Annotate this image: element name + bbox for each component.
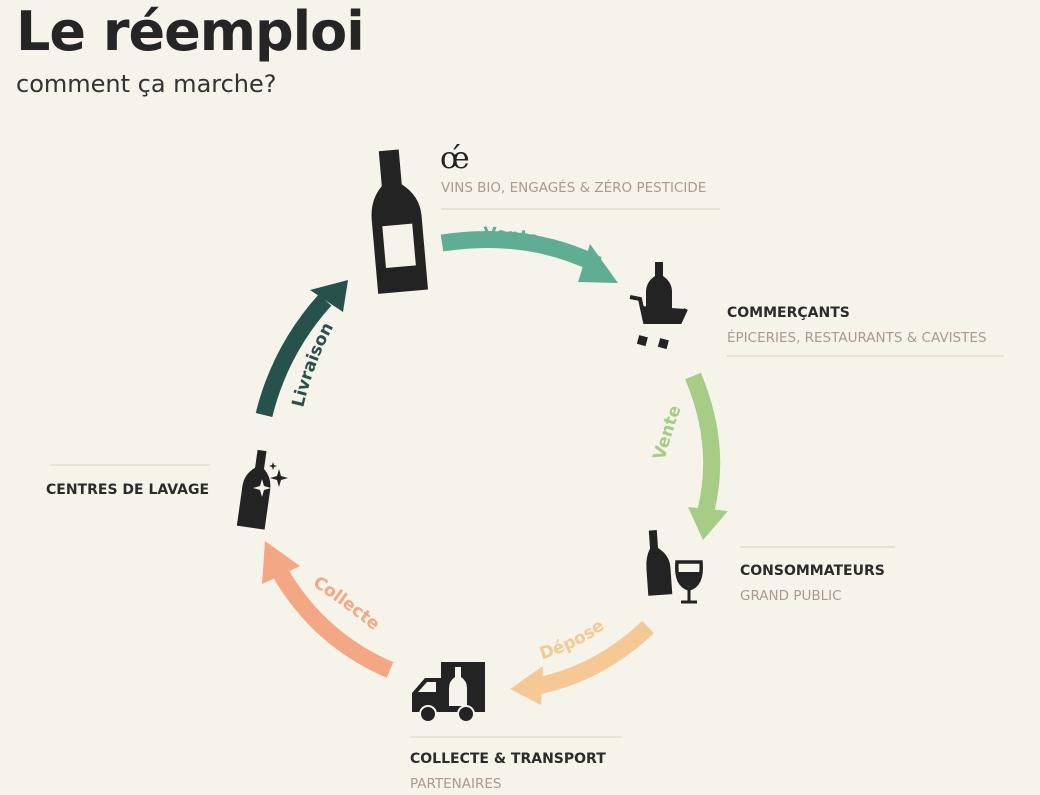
arrow-collecte <box>262 541 394 678</box>
clean-bottle-icon <box>236 449 288 530</box>
arrow-livraison <box>255 280 348 418</box>
consumers-title: CONSOMMATEURS <box>740 563 885 579</box>
consumers-subtitle: GRAND PUBLIC <box>740 588 842 604</box>
retailers-title: COMMERÇANTS <box>727 305 850 321</box>
transport-subtitle: PARTENAIRES <box>410 776 501 792</box>
washing-title: CENTRES DE LAVAGE <box>46 482 209 498</box>
producer-subtitle: VINS BIO, ENGAGÉS & ZÉRO PESTICIDE <box>441 179 706 196</box>
producer-logo: œ́ <box>440 141 470 176</box>
delivery-truck-icon <box>412 662 485 723</box>
wine-bottle-icon <box>371 149 429 294</box>
shopping-cart-icon <box>629 262 688 350</box>
bottle-and-glass-icon <box>646 530 703 604</box>
arrow-vente-top <box>440 231 618 283</box>
arrow-label-vente-right: Vente <box>650 403 686 462</box>
transport-title: COLLECTE & TRANSPORT <box>410 751 606 767</box>
arrow-depose <box>510 620 654 705</box>
retailers-subtitle: ÉPICERIES, RESTAURANTS & CAVISTES <box>727 329 986 346</box>
page-title: Le réemploi <box>16 0 365 63</box>
page-subtitle: comment ça marche? <box>16 70 277 98</box>
arrow-vente-right <box>685 372 728 540</box>
